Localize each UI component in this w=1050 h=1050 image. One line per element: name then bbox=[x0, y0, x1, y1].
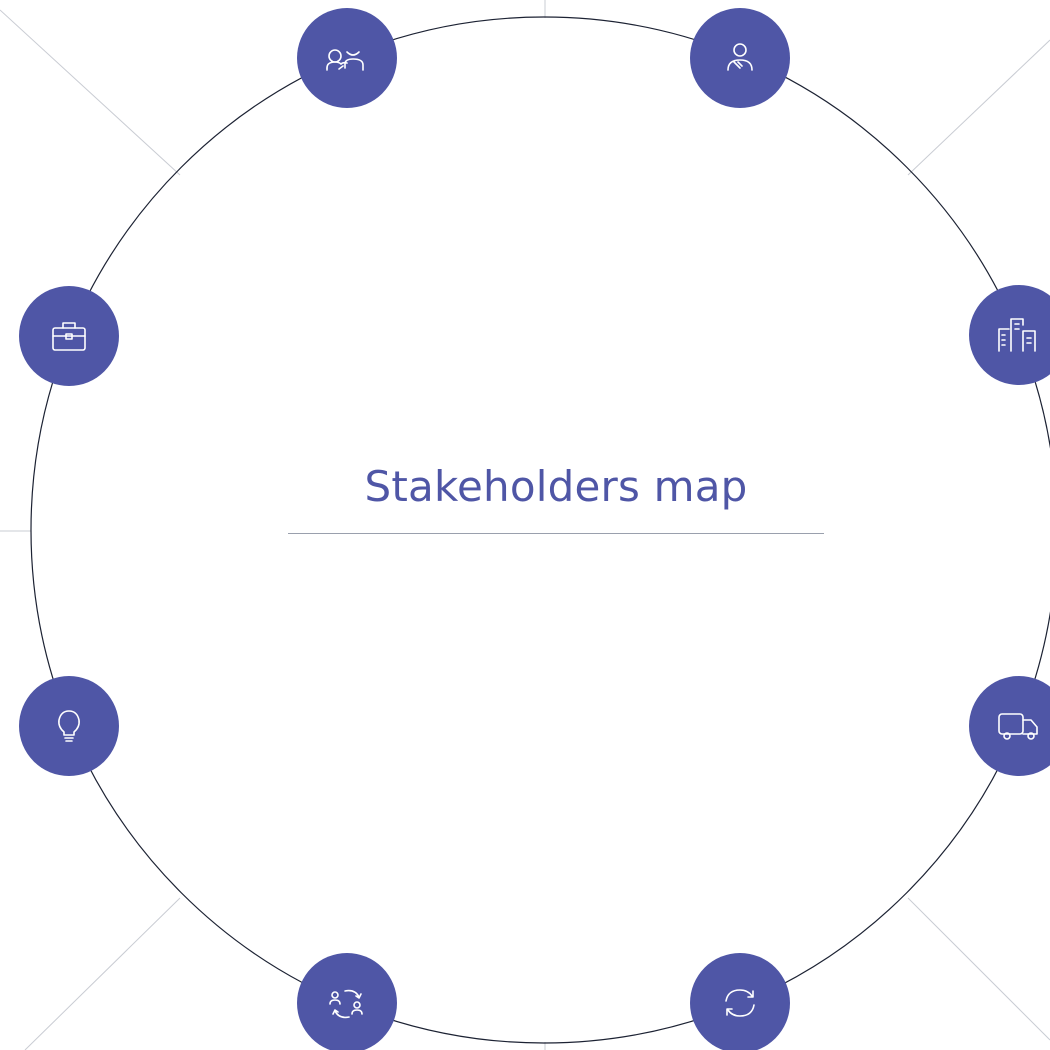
people-exchange-icon bbox=[329, 989, 363, 1019]
guide-line-diagonal-top-left bbox=[0, 9, 181, 176]
stakeholder-node-buildings[interactable] bbox=[969, 285, 1050, 385]
person-icon bbox=[727, 43, 753, 71]
stakeholder-node-people-pair[interactable] bbox=[297, 8, 397, 108]
stakeholder-node-people-exchange[interactable] bbox=[297, 953, 397, 1050]
stakeholder-node-truck[interactable] bbox=[969, 676, 1050, 776]
guide-line-diagonal-bottom-right bbox=[907, 897, 1050, 1041]
truck-icon bbox=[998, 713, 1038, 740]
stakeholder-node-lightbulb[interactable] bbox=[19, 676, 119, 776]
buildings-icon bbox=[998, 318, 1036, 352]
guide-line-diagonal-top-right bbox=[907, 39, 1050, 176]
refresh-icon bbox=[725, 989, 755, 1017]
briefcase-icon bbox=[52, 322, 86, 351]
stakeholder-ring bbox=[30, 16, 1050, 1044]
guide-line-diagonal-bottom-left bbox=[24, 897, 181, 1050]
lightbulb-icon bbox=[58, 710, 80, 742]
people-pair-icon bbox=[326, 49, 364, 71]
stakeholder-node-person[interactable] bbox=[690, 8, 790, 108]
stakeholder-node-refresh[interactable] bbox=[690, 953, 790, 1050]
title-divider bbox=[288, 533, 824, 534]
stakeholder-node-briefcase[interactable] bbox=[19, 286, 119, 386]
page-title: Stakeholders map bbox=[364, 462, 748, 511]
